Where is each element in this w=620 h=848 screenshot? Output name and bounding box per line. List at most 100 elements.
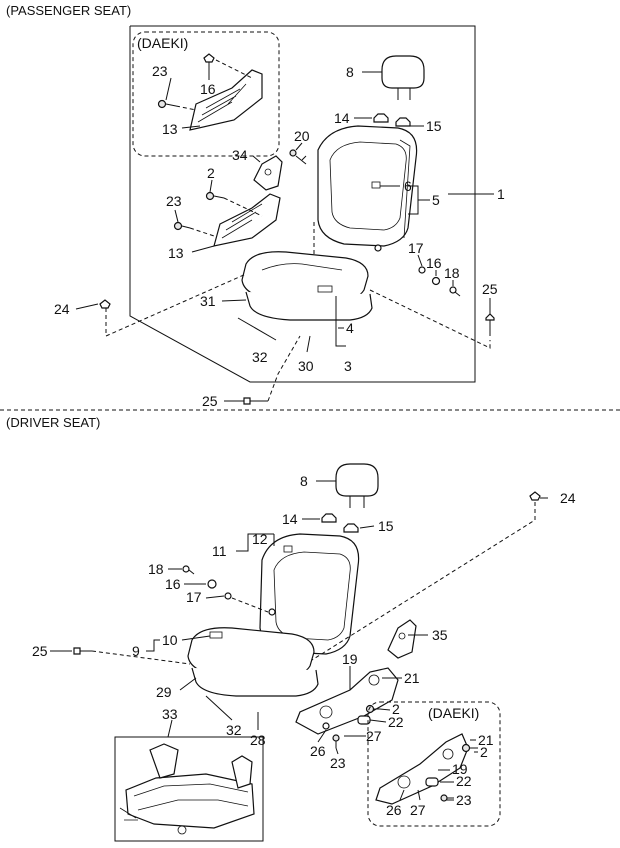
callout-d27: 27 bbox=[366, 728, 382, 744]
callout-p2: 2 bbox=[207, 165, 215, 181]
driver-seat-heading: (DRIVER SEAT) bbox=[6, 415, 100, 430]
driver-inset-screw-23 bbox=[440, 794, 454, 802]
driver-nut-17 bbox=[224, 592, 232, 600]
leader-p17 bbox=[417, 254, 423, 267]
passenger-bolt-25-bottom bbox=[243, 397, 268, 405]
leader-p32 bbox=[237, 317, 277, 341]
passenger-assembly-frame bbox=[129, 25, 476, 383]
callout-p5: 5 bbox=[432, 192, 440, 208]
callout-p25-bottom: 25 bbox=[202, 393, 218, 409]
callout-p15: 15 bbox=[426, 118, 442, 134]
leader-p34 bbox=[252, 155, 261, 163]
leader-p2 bbox=[209, 179, 213, 193]
driver-bracket-35 bbox=[387, 619, 417, 659]
callout-d2-inset: 2 bbox=[480, 744, 488, 760]
leader-p4-3 bbox=[335, 296, 346, 347]
callout-d17: 17 bbox=[186, 589, 202, 605]
leader-d26-inset bbox=[399, 789, 405, 801]
callout-p23-inset: 23 bbox=[152, 63, 168, 79]
callout-d29: 29 bbox=[156, 684, 172, 700]
callout-d35: 35 bbox=[432, 627, 448, 643]
driver-screw-18 bbox=[182, 565, 195, 575]
callout-d16: 16 bbox=[165, 576, 181, 592]
driver-bolt-24 bbox=[529, 491, 541, 501]
callout-p18: 18 bbox=[444, 265, 460, 281]
callout-d24: 24 bbox=[560, 490, 576, 506]
passenger-dash-bottom bbox=[267, 335, 301, 402]
callout-d18: 18 bbox=[148, 561, 164, 577]
callout-p13-inset: 13 bbox=[162, 121, 178, 137]
leader-d27-inset bbox=[417, 789, 421, 801]
leader-d2 bbox=[379, 708, 391, 711]
leader-d15 bbox=[359, 525, 375, 529]
callout-d12: 12 bbox=[252, 531, 268, 547]
passenger-bracket-34 bbox=[253, 155, 283, 191]
callout-d27-inset: 27 bbox=[410, 802, 426, 818]
callout-p4: 4 bbox=[346, 320, 354, 336]
passenger-bolt-20 bbox=[289, 149, 307, 165]
inset-screw-16 bbox=[203, 53, 215, 70]
callout-d26-inset: 26 bbox=[386, 802, 402, 818]
passenger-headrest-guide-15 bbox=[395, 117, 411, 127]
driver-recliner-cover bbox=[295, 667, 399, 735]
leader-p13a bbox=[181, 125, 201, 129]
callout-p24: 24 bbox=[54, 301, 70, 317]
callout-d33: 33 bbox=[162, 706, 178, 722]
callout-d11: 11 bbox=[212, 543, 227, 559]
leader-d10 bbox=[181, 635, 211, 641]
callout-p23: 23 bbox=[166, 193, 182, 209]
callout-d15: 15 bbox=[378, 518, 394, 534]
callout-p8: 8 bbox=[346, 64, 354, 80]
leader-p31 bbox=[221, 299, 247, 302]
leader-p23a bbox=[165, 77, 172, 101]
passenger-dash-left bbox=[105, 273, 247, 337]
callout-p13: 13 bbox=[168, 245, 184, 261]
passenger-cushion bbox=[241, 251, 373, 321]
callout-p6: 6 bbox=[404, 178, 412, 194]
driver-dash-left bbox=[91, 650, 191, 665]
driver-dash-right bbox=[311, 502, 536, 661]
driver-cushion bbox=[187, 627, 319, 697]
callout-d19-inset: 19 bbox=[452, 761, 468, 777]
callout-p20: 20 bbox=[294, 128, 310, 144]
callout-p32: 32 bbox=[252, 349, 268, 365]
leader-d22 bbox=[369, 719, 387, 723]
callout-d21-inset: 21 bbox=[478, 732, 494, 748]
callout-p25-right: 25 bbox=[482, 281, 498, 297]
leader-d9 bbox=[146, 639, 160, 652]
driver-screw-2 bbox=[365, 704, 380, 714]
passenger-seat-heading: (PASSENGER SEAT) bbox=[6, 3, 131, 18]
driver-inset-screw-2 bbox=[461, 743, 478, 753]
passenger-nut-16 bbox=[431, 276, 441, 286]
leader-d23 bbox=[335, 747, 339, 755]
callout-p17: 17 bbox=[408, 240, 424, 256]
passenger-headrest-guide-14 bbox=[373, 113, 389, 123]
callout-d32: 32 bbox=[226, 722, 242, 738]
callout-p34: 34 bbox=[232, 147, 248, 163]
leader-d29 bbox=[179, 677, 197, 691]
callout-d23: 23 bbox=[330, 755, 346, 771]
passenger-daeki-inset bbox=[132, 31, 280, 157]
callout-p14: 14 bbox=[334, 110, 350, 126]
callout-p16: 16 bbox=[426, 255, 442, 271]
callout-p16-inset: 16 bbox=[200, 81, 216, 97]
passenger-daeki-label: (DAEKI) bbox=[137, 35, 188, 51]
inset-recliner-cover bbox=[189, 69, 263, 131]
driver-nut-16 bbox=[207, 579, 217, 589]
callout-d8: 8 bbox=[300, 473, 308, 489]
driver-track-box bbox=[114, 736, 264, 842]
callout-d22-inset: 22 bbox=[456, 773, 472, 789]
leader-d11 bbox=[236, 533, 274, 552]
passenger-nut-17 bbox=[418, 266, 426, 274]
callout-d28: 28 bbox=[250, 732, 266, 748]
inset-leader-dash-2 bbox=[175, 105, 197, 111]
callout-p3: 3 bbox=[344, 358, 352, 374]
callout-d23-inset: 23 bbox=[456, 792, 472, 808]
passenger-leader-dash-a bbox=[223, 197, 263, 217]
driver-bolt-25 bbox=[73, 647, 92, 655]
leader-d33 bbox=[167, 719, 173, 738]
driver-headrest-guide-14 bbox=[321, 513, 337, 523]
callout-p1: 1 bbox=[497, 186, 505, 202]
